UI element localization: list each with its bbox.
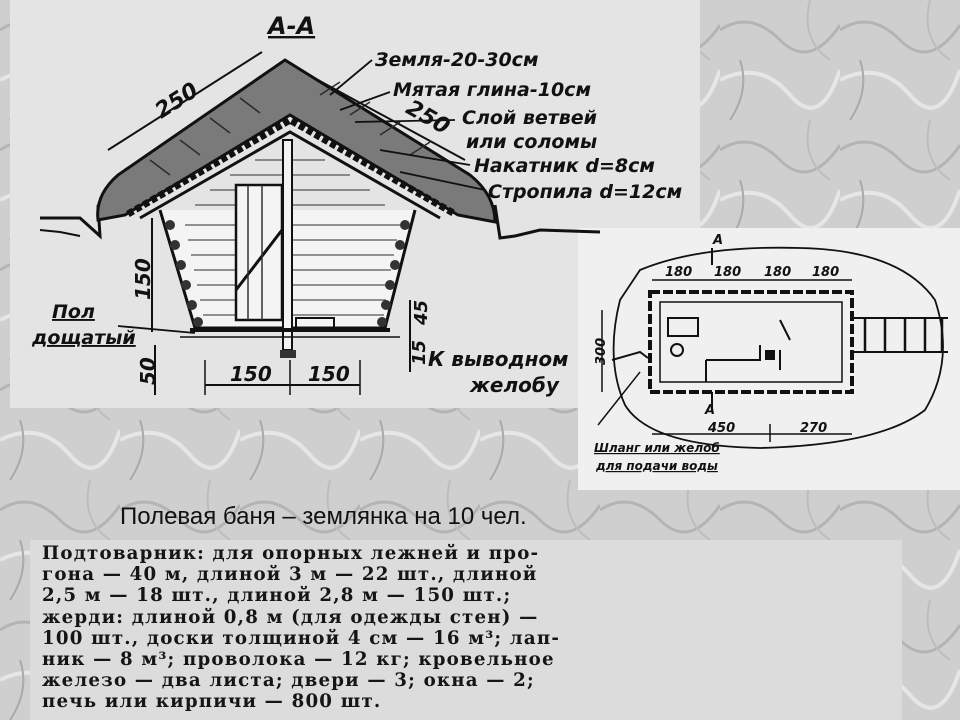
plan-dim-2: 180	[714, 265, 741, 280]
spec-line: печь или кирпичи — 800 шт.	[42, 691, 382, 713]
spec-line: железо — два листа; двери — 3; окна — 2;	[42, 670, 535, 692]
floor-label-2: дощатый	[31, 327, 136, 349]
drain-label-1: К выводном	[428, 347, 569, 371]
plan-marker-top: А	[712, 233, 723, 248]
spec-line: 100 шт., доски толщиной 4 см — 16 м³; ла…	[42, 627, 561, 649]
plan-dim-4: 180	[812, 265, 839, 280]
layer-rafters: Стропила d=12см	[488, 181, 682, 203]
plan-note-1: Шланг или желоб	[594, 441, 720, 455]
caption: Полевая баня – землянка на 10 чел.	[120, 503, 527, 530]
plan-dim-3: 180	[764, 265, 791, 280]
drain-label-2: желобу	[469, 373, 560, 397]
dim-50: 50	[136, 357, 160, 385]
layer-branches: Слой ветвей	[462, 107, 597, 129]
plan-dim-side: 300	[594, 338, 609, 365]
layer-earth: Земля-20-30см	[374, 49, 538, 71]
specification-panel	[30, 540, 902, 720]
layer-clay: Мятая глина-10см	[393, 79, 591, 101]
specification-text: Подтоварник: для опорных лежней и про- г…	[42, 543, 892, 713]
plan-marker-bottom: А	[704, 403, 715, 418]
spec-line: жерди: длиной 0,8 м (для одежды стен) —	[42, 606, 539, 628]
layer-logs: Накатник d=8см	[474, 155, 655, 177]
plan-note-2: для подачи воды	[595, 459, 718, 473]
spec-line: Подтоварник: для опорных лежней и про-	[42, 543, 540, 564]
section-title: А-А	[266, 12, 315, 40]
plan-mound-outline	[612, 246, 944, 449]
plan-dim-1: 180	[665, 265, 692, 280]
dim-height: 150	[131, 258, 155, 300]
plan-walls	[648, 290, 854, 394]
dim-15: 15	[409, 340, 430, 365]
spec-line: гона — 40 м, длиной 3 м — 22 шт., длиной	[42, 564, 538, 586]
dim-bottom-left: 150	[230, 362, 272, 386]
spec-line: 2,5 м — 18 шт., длиной 2,8 м — 150 шт.;	[42, 585, 512, 607]
dim-45: 45	[411, 300, 432, 326]
layer-straw: или соломы	[466, 131, 597, 153]
plan-dim-bottom-left: 450	[707, 421, 735, 436]
spec-line: ник — 8 м³; проволока — 12 кг; кровельно…	[42, 649, 555, 671]
door	[234, 183, 284, 322]
plan-dim-bottom-right: 270	[800, 421, 827, 436]
floor-label-1: Пол	[52, 301, 95, 323]
dim-bottom-right: 150	[308, 362, 350, 386]
